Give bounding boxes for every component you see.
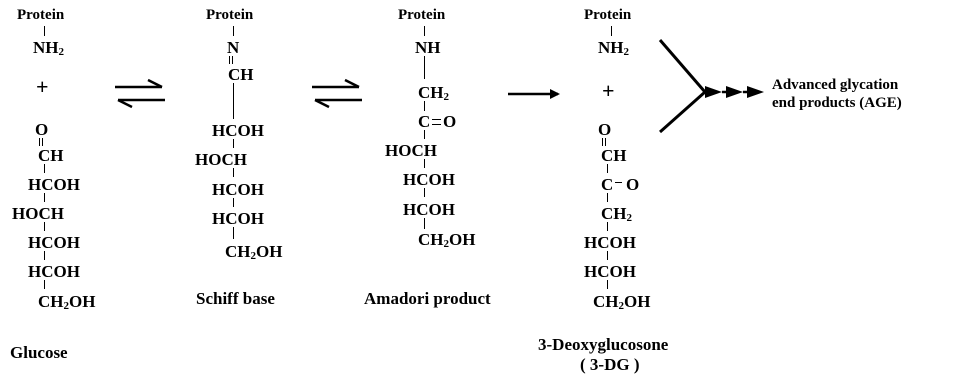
schiff-protein-label: Protein [206, 7, 254, 23]
amadori-bond [424, 26, 425, 36]
glucose-c5: HCOH [28, 262, 80, 281]
equilibrium-arrow-1 [115, 78, 165, 109]
glucose-bond [44, 164, 45, 173]
glucose-bond [44, 26, 45, 36]
glucose-bond [44, 193, 45, 202]
amadori-keto-o: O [443, 112, 457, 131]
glucose-carbonyl-o: O [35, 120, 49, 139]
deoxy-protein-label: Protein [584, 7, 632, 23]
deoxy-name: 3-Deoxyglucosone [538, 335, 669, 354]
glucose-amine: NH2 [33, 38, 64, 58]
schiff-c2: HCOH [212, 121, 264, 140]
schiff-nitrogen: N [227, 38, 240, 57]
deoxy-carbonyl-o: O [598, 120, 612, 139]
deoxy-bond [607, 280, 608, 289]
glucose-bond [44, 280, 45, 289]
glucose-c2: HCOH [28, 175, 80, 194]
glucose-plus: + [36, 74, 49, 99]
amadori-protein-label: Protein [398, 7, 446, 23]
amadori-amine: NH [415, 38, 441, 57]
glucose-c4: HCOH [28, 233, 80, 252]
schiff-c3: HOCH [195, 150, 247, 169]
deoxy-bond [607, 164, 608, 173]
glucose-c3: HOCH [12, 204, 64, 223]
amadori-bond [424, 159, 425, 168]
forward-arrow [508, 89, 560, 99]
schiff-c6: CH2OH [225, 242, 283, 262]
deoxy-bond [607, 251, 608, 260]
deoxy-amine: NH2 [598, 38, 629, 58]
age-line2: end products (AGE) [772, 95, 902, 111]
deoxy-c5: HCOH [584, 262, 636, 281]
deoxy-keto-bond [615, 182, 622, 183]
schiff-bond [233, 168, 234, 177]
schiff-c1: CH [228, 65, 254, 84]
deoxy-bond [607, 222, 608, 231]
amadori-bond [424, 130, 425, 139]
deoxy-bond [611, 26, 612, 36]
equilibrium-arrow-2 [312, 78, 362, 109]
schiff-bond [233, 83, 234, 119]
deoxy-double-bond [602, 138, 606, 146]
age-line1: Advanced glycation [772, 77, 899, 93]
amadori-name: Amadori product [364, 289, 491, 308]
schiff-c5: HCOH [212, 209, 264, 228]
amadori-c1: CH2 [418, 83, 449, 103]
schiff-name: Schiff base [196, 289, 275, 308]
converging-arrow [658, 39, 764, 134]
amadori-c5: HCOH [403, 200, 455, 219]
deoxy-abbrev: ( 3-DG ) [580, 355, 640, 374]
amadori-bond [424, 218, 425, 229]
glucose-c1: CH [38, 146, 64, 165]
deoxy-keto-o: O [626, 175, 640, 194]
glucose-c6: CH2OH [38, 292, 96, 312]
schiff-bond [233, 227, 234, 239]
schiff-bond [233, 139, 234, 148]
schiff-double-bond [229, 56, 233, 64]
glucose-double-bond [39, 138, 43, 146]
deoxy-bond [607, 193, 608, 202]
glucose-bond [44, 251, 45, 260]
schiff-bond [233, 26, 234, 36]
amadori-keto-bond [432, 124, 441, 125]
deoxy-c1: CH [601, 146, 627, 165]
amadori-c3: HOCH [385, 141, 437, 160]
deoxy-plus: + [602, 78, 615, 103]
amadori-c6: CH2OH [418, 230, 476, 250]
schiff-bond [233, 198, 234, 207]
glucose-protein-label: Protein [17, 7, 65, 23]
deoxy-c4: HCOH [584, 233, 636, 252]
deoxy-c2: C [601, 175, 614, 194]
amadori-bond [424, 101, 425, 111]
amadori-keto-bond [432, 119, 441, 120]
amadori-bond [424, 188, 425, 197]
glucose-name: Glucose [10, 343, 68, 362]
amadori-c4: HCOH [403, 170, 455, 189]
schiff-c4: HCOH [212, 180, 264, 199]
amadori-bond [424, 56, 425, 79]
amadori-c2: C [418, 112, 431, 131]
deoxy-c3: CH2 [601, 204, 632, 224]
glucose-bond [44, 222, 45, 231]
deoxy-c6: CH2OH [593, 292, 651, 312]
